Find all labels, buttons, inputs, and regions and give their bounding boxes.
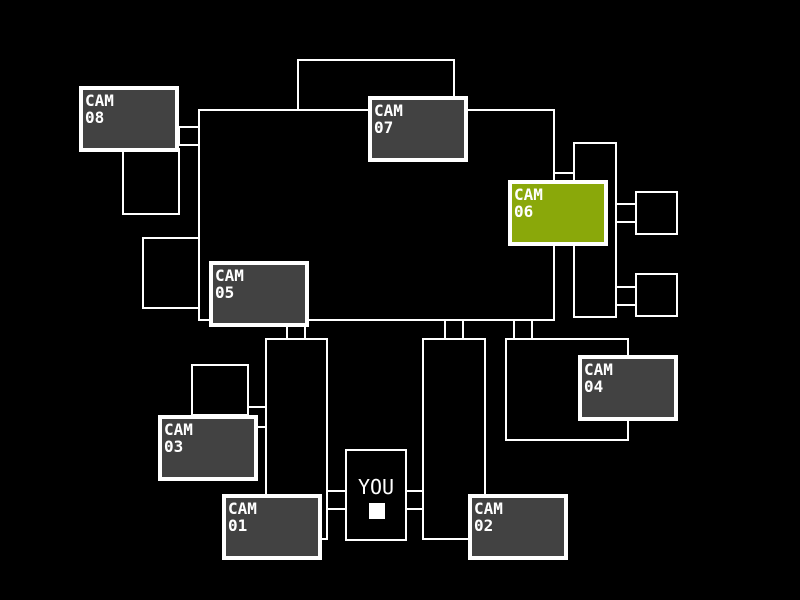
room-left-side	[142, 237, 200, 309]
cam-01-button[interactable]: CAM 01	[222, 494, 322, 560]
cam-02-label: CAM 02	[474, 499, 503, 535]
cam-08-label: CAM 08	[85, 91, 114, 127]
cam-02-button[interactable]: CAM 02	[468, 494, 568, 560]
office-label: YOU	[357, 475, 395, 499]
connector-cam08-hall	[178, 126, 200, 146]
office-you: YOU	[345, 449, 407, 541]
room-cam03-closet	[191, 364, 249, 416]
connector-right-upper	[615, 203, 637, 223]
room-east-hall	[422, 338, 486, 540]
cam-05-label: CAM 05	[215, 266, 244, 302]
room-cam08-annex	[122, 148, 180, 215]
cam-07-button[interactable]: CAM 07	[368, 96, 468, 162]
room-right-closet-lower	[635, 273, 678, 317]
cam-07-label: CAM 07	[374, 101, 403, 137]
cam-06-label: CAM 06	[514, 185, 543, 221]
connector-hall-east	[444, 319, 464, 340]
connector-hall-cam04	[513, 319, 533, 340]
cam-03-button[interactable]: CAM 03	[158, 415, 258, 481]
cam-04-button[interactable]: CAM 04	[578, 355, 678, 421]
connector-office-left	[326, 490, 347, 510]
connector-office-right	[405, 490, 424, 510]
cam-01-label: CAM 01	[228, 499, 257, 535]
connector-right-lower	[615, 286, 637, 306]
room-right-closet-upper	[635, 191, 678, 235]
cam-05-button[interactable]: CAM 05	[209, 261, 309, 327]
cam-04-label: CAM 04	[584, 360, 613, 396]
cam-03-label: CAM 03	[164, 420, 193, 456]
cam-08-button[interactable]: CAM 08	[79, 86, 179, 152]
cam-06-button[interactable]: CAM 06	[508, 180, 608, 246]
you-square-icon	[369, 503, 385, 519]
